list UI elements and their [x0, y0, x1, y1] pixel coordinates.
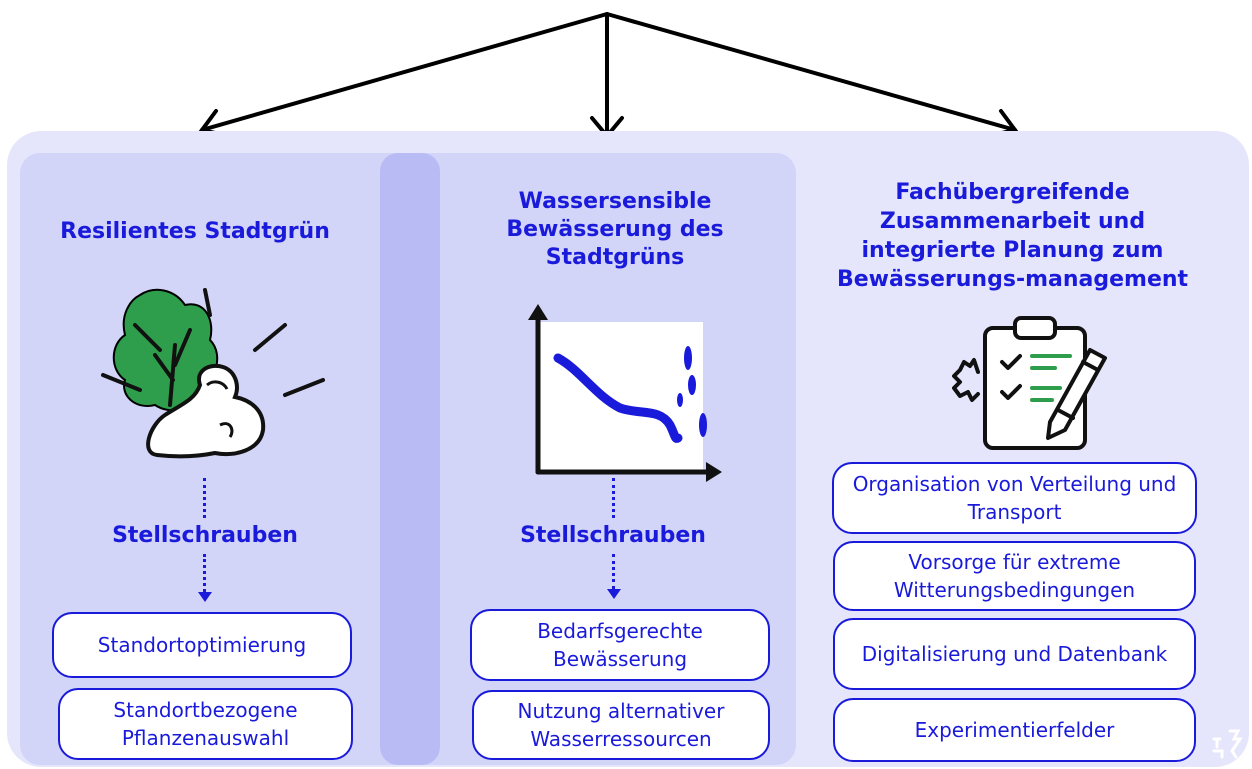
connector-dots	[612, 554, 615, 589]
connector-arrow-tip	[607, 589, 621, 599]
strong-tree-icon	[101, 288, 325, 459]
branching-arrows	[198, 12, 1019, 140]
connector-dots	[203, 478, 206, 518]
declining-water-chart-icon	[528, 304, 722, 482]
connector-arrow-tip	[198, 592, 212, 602]
clipboard-checklist-icon	[952, 316, 1107, 450]
item-distribution-transport: Organisation von Verteilung und Transpor…	[832, 462, 1197, 534]
connector-dots	[612, 478, 615, 518]
item-extreme-weather-preparedness: Vorsorge für extreme Witterungsbedingung…	[833, 541, 1196, 611]
corner-logo-icon	[1212, 729, 1243, 759]
item-experimental-fields: Experimentierfelder	[833, 698, 1196, 762]
column-overlap	[380, 153, 440, 765]
column-3-title: Fachübergreifende Zusammenarbeit und int…	[836, 180, 1189, 292]
connector-dots	[203, 554, 206, 592]
item-alternative-water-resources: Nutzung alternativer Wasserressourcen	[472, 690, 770, 760]
item-digitalization-database: Digitalisierung und Datenbank	[833, 618, 1196, 690]
item-demand-based-irrigation: Bedarfsgerechte Bewässerung	[470, 609, 770, 681]
item-site-optimization: Standortoptimierung	[52, 612, 352, 678]
column-1-title: Resilientes Stadtgrün	[60, 219, 330, 244]
column-2-subtitle: Stellschrauben	[520, 523, 706, 548]
column-2-title: Wassersensible Bewässerung des Stadtgrün…	[506, 189, 724, 270]
item-site-based-plant-selection: Standortbezogene Pflanzenauswahl	[58, 688, 353, 760]
column-1-subtitle: Stellschrauben	[112, 523, 298, 548]
